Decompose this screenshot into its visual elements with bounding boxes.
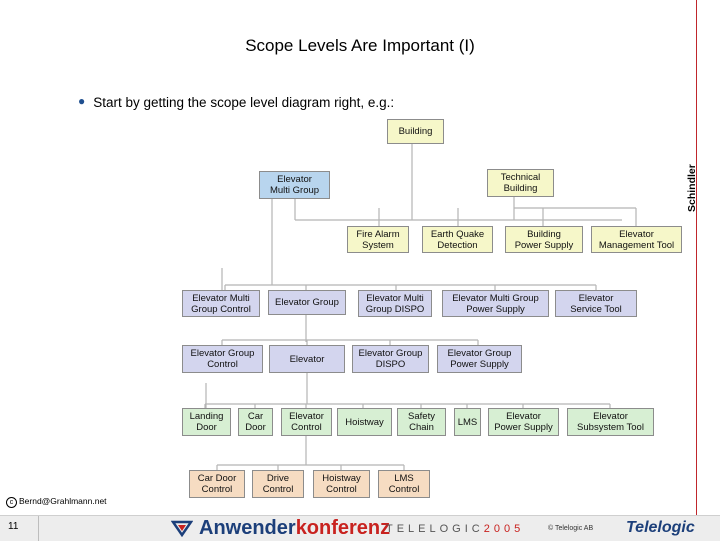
footer-divider <box>38 516 39 541</box>
node-earth-quake-detection: Earth Quake Detection <box>422 226 493 253</box>
conference-name: Anwenderkonferenz <box>199 517 390 540</box>
footer-copyright: © Telelogic AB <box>548 525 594 532</box>
footer-bar: 11 Anwenderkonferenz TELELOGIC2005 © Tel… <box>0 515 720 541</box>
node-elevator-multi-group-control: Elevator Multi Group Control <box>182 290 260 317</box>
copyright-icon: c <box>6 497 17 508</box>
bullet-icon: ● <box>78 94 86 108</box>
connector-elevator <box>204 372 611 408</box>
node-elevator-group-dispo: Elevator Group DISPO <box>352 345 429 373</box>
node-drive-control: Drive Control <box>252 470 304 498</box>
node-safety-chain: Safety Chain <box>397 408 446 436</box>
connector-technical <box>378 207 637 226</box>
node-fire-alarm-system: Fire Alarm System <box>347 226 409 253</box>
node-car-door: Car Door <box>238 408 273 436</box>
connector-multi-group <box>224 198 597 290</box>
node-elevator-control: Elevator Control <box>281 408 332 436</box>
conference-name-right: konferenz <box>295 517 391 539</box>
node-elevator-group-control: Elevator Group Control <box>182 345 263 373</box>
footer-tele-word: TELELOGIC <box>386 523 484 535</box>
node-elevator-management-tool: Elevator Management Tool <box>591 226 682 253</box>
footer-year: 2005 <box>483 523 525 535</box>
conference-logo-icon <box>171 520 193 537</box>
node-elevator-group: Elevator Group <box>268 290 346 315</box>
bullet-text: Start by getting the scope level diagram… <box>93 95 395 110</box>
node-elevator-group-power-supply: Elevator Group Power Supply <box>437 345 522 373</box>
slide-title: Scope Levels Are Important (I) <box>245 36 475 55</box>
connector-elevator-control <box>216 436 405 470</box>
footer-tele: TELELOGIC2005 <box>386 523 524 535</box>
node-hoistway-control: Hoistway Control <box>313 470 370 498</box>
credit-text: Bernd@Grahlmann.net <box>19 496 107 506</box>
node-elevator-power-supply: Elevator Power Supply <box>488 408 559 436</box>
node-elevator-multi-group-power-supply: Elevator Multi Group Power Supply <box>442 290 549 317</box>
node-building: Building <box>387 119 444 144</box>
node-building-power-supply: Building Power Supply <box>505 226 583 253</box>
node-technical-building: Technical Building <box>487 169 554 197</box>
node-landing-door: Landing Door <box>182 408 231 436</box>
page-number: 11 <box>8 521 19 532</box>
connector-building-children <box>294 197 515 220</box>
conference-name-left: Anwender <box>199 517 296 539</box>
node-elevator: Elevator <box>269 345 345 373</box>
bullet-item: ● Start by getting the scope level diagra… <box>78 94 395 110</box>
node-hoistway: Hoistway <box>337 408 392 436</box>
node-elevator-subsystem-tool: Elevator Subsystem Tool <box>567 408 654 436</box>
node-lms: LMS <box>454 408 481 436</box>
node-car-door-control: Car Door Control <box>189 470 245 498</box>
node-elevator-service-tool: Elevator Service Tool <box>555 290 637 317</box>
telelogic-logo: Telelogic <box>626 519 695 536</box>
node-elevator-multi-group-dispo: Elevator Multi Group DISPO <box>358 290 432 317</box>
connector-elevator-group <box>221 315 479 345</box>
node-lms-control: LMS Control <box>378 470 430 498</box>
node-elevator-multi-group: Elevator Multi Group <box>259 171 330 199</box>
brand-divider-line <box>696 0 697 515</box>
